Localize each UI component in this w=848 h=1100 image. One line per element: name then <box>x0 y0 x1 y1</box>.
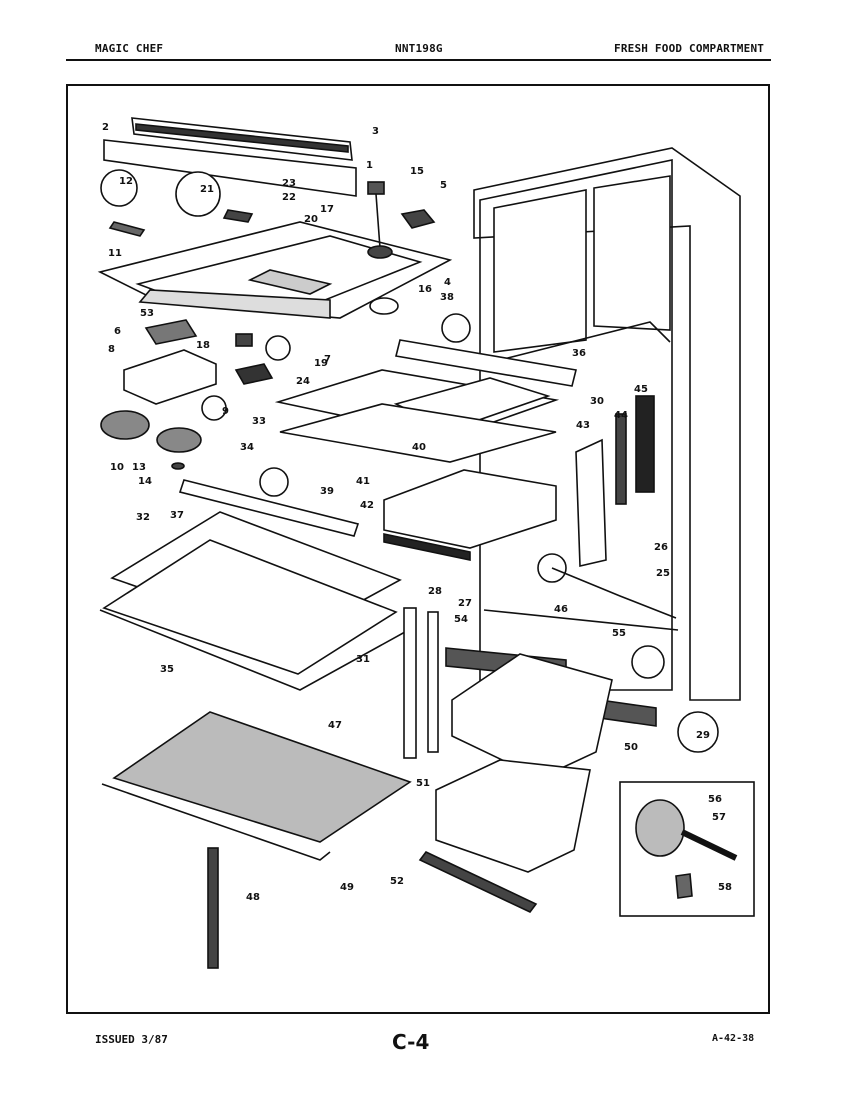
callout-34: 34 <box>240 442 254 453</box>
callout-26: 26 <box>654 542 668 553</box>
callout-12: 12 <box>119 176 133 187</box>
callout-55: 55 <box>612 628 626 639</box>
callout-51: 51 <box>416 778 430 789</box>
header-model: NNT198G <box>395 42 443 55</box>
callout-44: 44 <box>614 410 628 421</box>
callout-18: 18 <box>196 340 210 351</box>
callout-16: 16 <box>418 284 432 295</box>
callout-15: 15 <box>410 166 424 177</box>
callout-19: 19 <box>314 358 328 369</box>
callout-13: 13 <box>132 462 146 473</box>
callout-22: 22 <box>282 192 296 203</box>
callout-21: 21 <box>200 184 214 195</box>
callout-38: 38 <box>440 292 454 303</box>
callout-57: 57 <box>712 812 726 823</box>
callout-30: 30 <box>590 396 604 407</box>
header-section: FRESH FOOD COMPARTMENT <box>614 42 765 55</box>
callout-20: 20 <box>304 214 318 225</box>
callout-43: 43 <box>576 420 590 431</box>
callout-1: 1 <box>366 160 373 171</box>
upper-shelf-part <box>274 369 560 463</box>
callout-56: 56 <box>708 794 722 805</box>
header-brand: MAGIC CHEF <box>95 42 164 55</box>
callout-32: 32 <box>136 512 150 523</box>
callout-37: 37 <box>170 510 184 521</box>
callout-58: 58 <box>718 882 732 893</box>
callout-49: 49 <box>340 882 354 893</box>
callout-40: 40 <box>412 442 426 453</box>
callout-23: 23 <box>282 178 296 189</box>
callout-14: 14 <box>138 476 152 487</box>
callout-10: 10 <box>110 462 124 473</box>
footer-issued: ISSUED 3/87 <box>95 1033 168 1046</box>
thermostat-dial-icon <box>100 169 138 207</box>
callout-2: 2 <box>102 122 109 133</box>
diagram-frame <box>66 84 770 1014</box>
top-cover-part <box>103 117 357 197</box>
callout-48: 48 <box>246 892 260 903</box>
callout-7: 7 <box>324 354 331 365</box>
callout-5: 5 <box>440 180 447 191</box>
callout-45: 45 <box>634 384 648 395</box>
meat-keeper-part <box>383 469 557 561</box>
header-rule <box>66 59 771 61</box>
shelf-support-icon <box>259 467 289 497</box>
callout-17: 17 <box>320 204 334 215</box>
callout-4: 4 <box>444 277 451 288</box>
callout-31: 31 <box>356 654 370 665</box>
footer-page: C-4 <box>392 1030 430 1054</box>
callout-47: 47 <box>328 720 342 731</box>
callout-8: 8 <box>108 344 115 355</box>
callout-3: 3 <box>372 126 379 137</box>
crisper-drawer-part <box>418 653 613 914</box>
callout-25: 25 <box>656 568 670 579</box>
callout-6: 6 <box>114 326 121 337</box>
callout-54: 54 <box>454 614 468 625</box>
callout-35: 35 <box>160 664 174 675</box>
crisper-shelf-part <box>99 511 406 691</box>
callout-33: 33 <box>252 416 266 427</box>
shelf-bracket-icon <box>441 313 471 343</box>
control-housing-part <box>97 221 453 319</box>
callout-52: 52 <box>390 876 404 887</box>
glass-shelf-part <box>101 711 412 861</box>
control-dial-icon <box>175 171 221 217</box>
callout-41: 41 <box>356 476 370 487</box>
callout-42: 42 <box>360 500 374 511</box>
leveling-bracket-icon <box>631 645 665 679</box>
footer-code: A-42-38 <box>712 1033 755 1044</box>
callout-50: 50 <box>624 742 638 753</box>
callout-9: 9 <box>222 406 229 417</box>
callout-39: 39 <box>320 486 334 497</box>
callout-29: 29 <box>696 730 710 741</box>
callout-46: 46 <box>554 604 568 615</box>
callout-27: 27 <box>458 598 472 609</box>
callout-36: 36 <box>572 348 586 359</box>
callout-24: 24 <box>296 376 310 387</box>
callout-53: 53 <box>140 308 154 319</box>
callout-28: 28 <box>428 586 442 597</box>
cabinet-liner <box>473 147 741 701</box>
callout-11: 11 <box>108 248 122 259</box>
